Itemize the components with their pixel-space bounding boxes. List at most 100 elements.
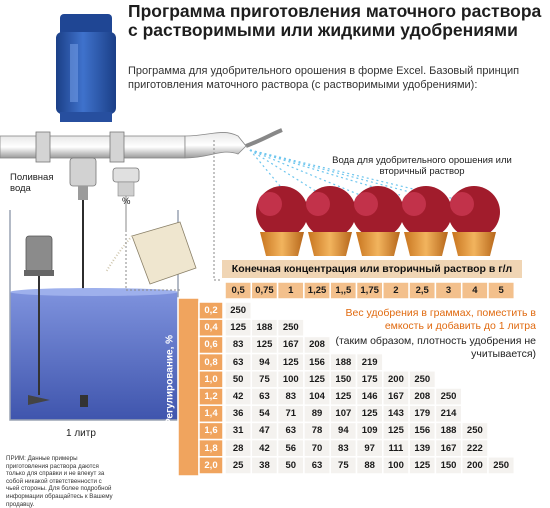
table-cell: 70 [311, 442, 323, 454]
table-cell: 188 [440, 425, 457, 437]
table-cell: 175 [361, 373, 378, 385]
row-label: 1,6 [204, 425, 218, 437]
row-label: 1,0 [204, 373, 218, 385]
stock-tank [9, 210, 179, 421]
row-label: 0,2 [204, 305, 218, 316]
one-liter-label: 1 литр [66, 428, 96, 439]
table-cell: 50 [232, 373, 244, 385]
table-cell: 111 [388, 442, 404, 454]
table-cell: 167 [440, 442, 457, 454]
table-cell: 200 [388, 373, 404, 385]
table-cell: 250 [493, 459, 510, 471]
table-cell: 167 [282, 339, 299, 351]
table-cell: 200 [466, 459, 483, 471]
column-header: 1,,5 [335, 285, 352, 296]
column-header: 1,25 [307, 285, 327, 296]
page-title: Программа приготовления маточного раство… [128, 1, 542, 40]
table-cell: 42 [259, 442, 270, 454]
table-cell: 150 [440, 459, 457, 471]
percent-label: % [122, 196, 131, 207]
table-cell: 125 [230, 322, 247, 334]
table-cell: 188 [256, 322, 273, 334]
table-header-title: Конечная концентрация или вторичный раст… [222, 260, 522, 278]
column-header: 3 [445, 285, 452, 296]
table-cell: 179 [414, 408, 431, 420]
table-cell: 63 [311, 459, 323, 471]
table-cell: 100 [282, 373, 299, 385]
table-cell: 125 [309, 373, 325, 385]
table-cell: 222 [466, 442, 483, 454]
table-cell: 109 [361, 425, 378, 437]
column-header: 1 [288, 285, 294, 296]
column-header: 5 [498, 285, 504, 296]
table-cell: 250 [282, 322, 299, 334]
table-cell: 125 [361, 408, 378, 420]
table-explanation-note: (таким образом, плотность удобрения не у… [335, 335, 536, 360]
table-cell: 71 [285, 408, 297, 420]
column-header: 4 [472, 285, 478, 296]
table-cell: 167 [388, 391, 404, 402]
flower-pots [256, 186, 500, 256]
table-cell: 83 [232, 339, 244, 351]
table-cell: 250 [466, 425, 483, 437]
table-cell: 214 [440, 408, 457, 420]
table-cell: 100 [388, 459, 404, 471]
table-cell: 156 [414, 425, 431, 437]
table-cell: 47 [259, 425, 270, 437]
table-cell: 89 [311, 408, 323, 420]
table-cell: 94 [338, 425, 349, 437]
table-cell: 78 [311, 425, 323, 437]
table-cell: 25 [232, 459, 244, 471]
column-header: 2 [393, 285, 399, 296]
table-cell: 28 [232, 442, 244, 454]
table-cell: 250 [440, 391, 457, 402]
row-label: 0,6 [204, 339, 218, 351]
table-cell: 83 [285, 391, 297, 402]
table-cell: 125 [335, 391, 352, 402]
table-cell: 125 [282, 356, 299, 368]
row-label: 0,8 [204, 356, 218, 368]
column-header: 1,75 [360, 285, 379, 296]
table-cell: 150 [335, 373, 352, 385]
irrigation-water-label: Поливная вода [10, 172, 54, 194]
table-explanation: Вес удобрения в граммах, поместить в емк… [345, 307, 537, 332]
table-cell: 83 [338, 442, 349, 454]
table-cell: 104 [309, 391, 325, 402]
page-subtitle: Программа для удобрительного орошения в … [128, 65, 520, 91]
table-cell: 125 [388, 425, 404, 437]
table-cell: 146 [361, 391, 378, 402]
row-label: 1,4 [204, 408, 218, 420]
table-cell: 97 [364, 442, 375, 454]
table-cell: 107 [335, 408, 352, 420]
table-cell: 208 [414, 391, 431, 402]
column-header: 0,5 [231, 285, 245, 296]
table-cell: 42 [232, 391, 244, 402]
table-cell: 63 [285, 425, 297, 437]
fertilizer-bag [105, 221, 197, 285]
table-cell: 125 [414, 459, 431, 471]
table-cell: 63 [259, 391, 270, 402]
table-cell: 63 [232, 356, 244, 368]
water-pipe [0, 131, 247, 163]
output-water-label: Вода для удобрительного орошения или вто… [332, 155, 512, 177]
table-cell: 250 [230, 305, 247, 316]
table-cell: 125 [256, 339, 273, 351]
table-cell: 139 [414, 442, 431, 454]
column-header: 2,5 [415, 285, 429, 296]
row-label: 1,2 [204, 391, 218, 402]
table-cell: 31 [232, 425, 244, 437]
table-cell: 56 [285, 442, 297, 454]
table-cell: 50 [285, 459, 297, 471]
table-cell: 156 [309, 356, 325, 368]
table-cell: 250 [414, 373, 431, 385]
row-label: 1,8 [204, 442, 218, 454]
table-cell: 208 [309, 339, 325, 351]
table-row-axis-title: Регулирование, % [164, 334, 176, 426]
table-cell: 54 [259, 408, 270, 420]
dosatron-doser [56, 14, 140, 230]
table-cell: 38 [259, 459, 270, 471]
table-cell: 143 [388, 408, 404, 420]
table-cell: 75 [338, 459, 349, 471]
